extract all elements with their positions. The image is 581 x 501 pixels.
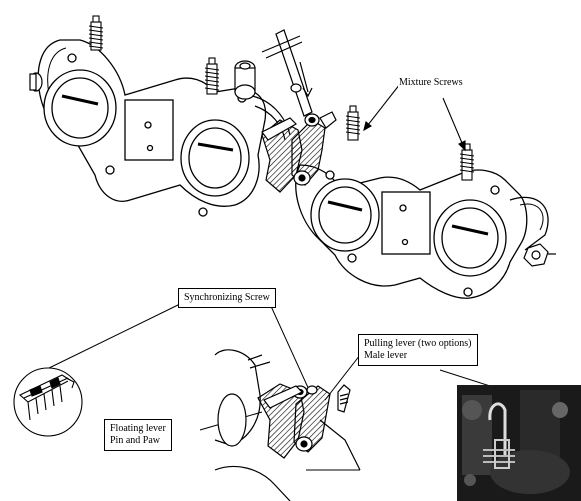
pulling-lever-label: Pulling lever (two options) Male lever — [358, 334, 478, 366]
mixture-screws-label: Mixture Screws — [398, 77, 464, 89]
pin-and-paw-text: Pin and Paw — [110, 435, 160, 446]
left-flange-boss — [29, 72, 43, 92]
pulling-lever-text: Pulling lever (two options) — [364, 338, 472, 349]
mixture-screw-springs — [88, 15, 475, 181]
throttle-shaft-boss — [234, 60, 291, 141]
synchronizing-screw-label: Synchronizing Screw — [178, 288, 276, 308]
linkage-levers — [261, 111, 337, 193]
left-flange-ports — [43, 53, 250, 217]
linkage-closeup — [214, 349, 361, 501]
magnifier-circle — [13, 367, 83, 437]
throttle-cable — [261, 29, 313, 117]
male-lever-text: Male lever — [364, 350, 408, 361]
floating-lever-label: Floating lever Pin and Paw — [104, 419, 172, 451]
photo-inset — [457, 385, 581, 501]
mixture-screw-arrows — [363, 83, 466, 152]
floating-lever-text: Floating lever — [110, 423, 166, 434]
right-end-nut — [523, 243, 556, 267]
right-flange-ports — [310, 170, 507, 297]
